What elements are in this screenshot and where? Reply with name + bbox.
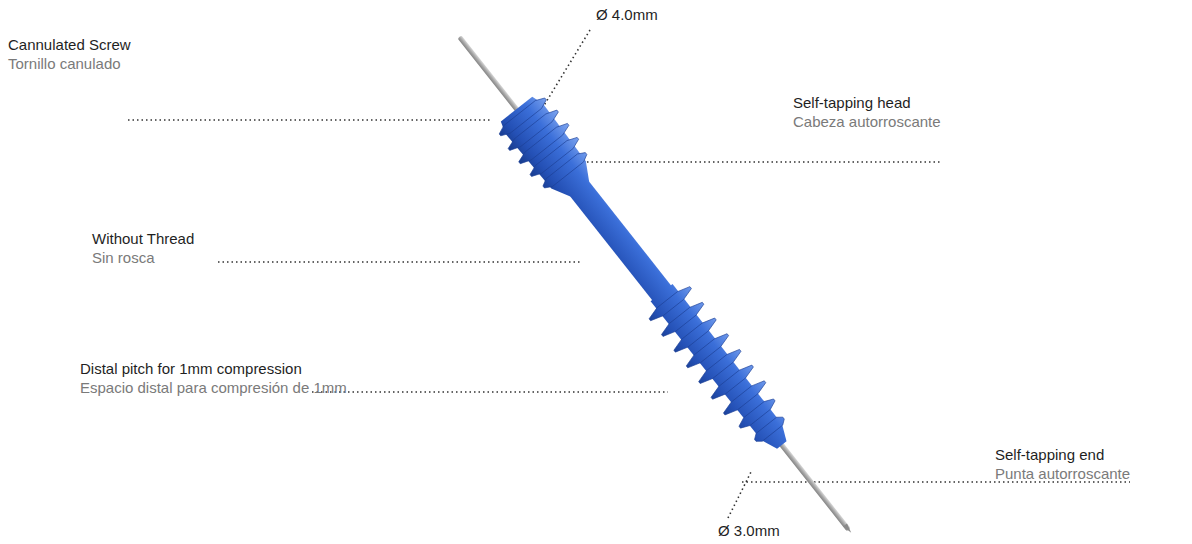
part-label-es: Sin rosca	[92, 249, 155, 267]
part-label: Self-tapping end	[995, 446, 1104, 464]
unthreaded-shaft	[568, 179, 674, 304]
part-label: Self-tapping head	[793, 94, 911, 112]
distal-core	[651, 284, 793, 454]
part-label-es: Cabeza autorroscante	[793, 113, 941, 131]
part-label-es: Tornillo canulado	[8, 55, 121, 73]
part-label: Cannulated Screw	[8, 36, 131, 54]
part-label: Distal pitch for 1mm compression	[80, 360, 302, 378]
leader-lines	[128, 30, 1130, 518]
distal-thread	[752, 414, 786, 444]
dimension-label: Ø 3.0mm	[718, 522, 780, 540]
guide-wire	[458, 35, 851, 531]
part-label-es: Espacio distal para compresión de 1mm	[80, 379, 347, 397]
part-label: Without Thread	[92, 230, 194, 248]
head-thread	[541, 150, 590, 191]
part-label-es: Punta autorroscante	[995, 465, 1130, 483]
dimension-label: Ø 4.0mm	[596, 6, 658, 24]
wire-tip	[843, 523, 853, 534]
